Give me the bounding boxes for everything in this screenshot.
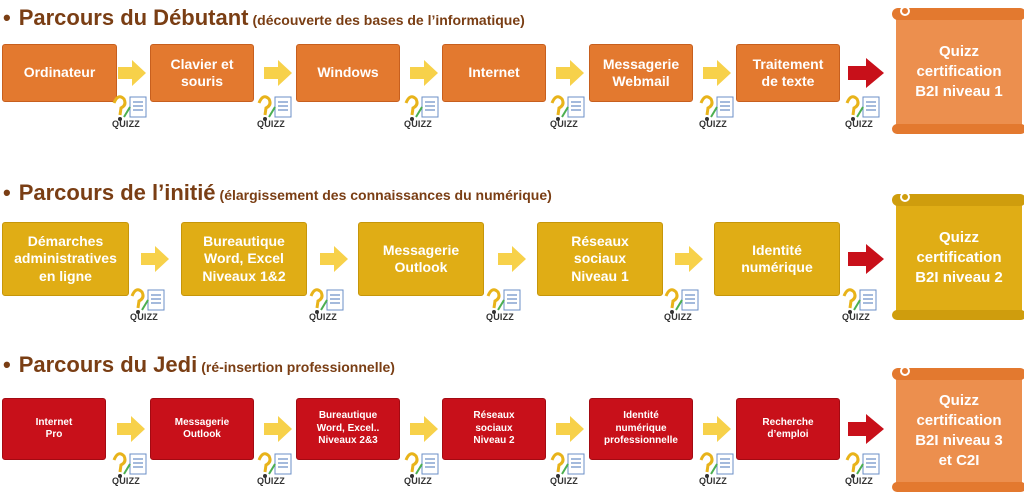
quizz-icon[interactable]: QUIZZ bbox=[697, 93, 743, 131]
arrow-icon bbox=[703, 60, 731, 86]
quizz-icon[interactable]: QUIZZ bbox=[548, 450, 594, 488]
quizz-icon[interactable]: QUIZZ bbox=[843, 450, 889, 488]
scroll-bottom bbox=[892, 482, 1024, 492]
quizz-icon[interactable]: QUIZZ bbox=[255, 450, 301, 488]
final-arrow-icon bbox=[848, 244, 884, 274]
arrow-icon bbox=[410, 416, 438, 442]
certification-label: Quizz certification B2I niveau 2 bbox=[915, 228, 1003, 287]
step-recherche-emploi[interactable]: Recherche d’emploi bbox=[736, 398, 840, 460]
step-windows[interactable]: Windows bbox=[296, 44, 400, 102]
step-messagerie-outlook[interactable]: Messagerie Outlook bbox=[150, 398, 254, 460]
arrow-icon bbox=[117, 416, 145, 442]
arrow-icon bbox=[703, 416, 731, 442]
certification-scroll[interactable]: Quizz certification B2I niveau 3 et C2I bbox=[892, 366, 1024, 492]
step-messagerie-outlook[interactable]: Messagerie Outlook bbox=[358, 222, 484, 296]
quizz-icon[interactable]: QUIZZ bbox=[255, 93, 301, 131]
scroll-top bbox=[892, 8, 1024, 20]
step-identite-numerique-pro[interactable]: Identité numérique professionnelle bbox=[589, 398, 693, 460]
track-subtitle: (élargissement des connaissances du numé… bbox=[219, 187, 552, 203]
track-jedi: •Parcours du Jedi(ré-insertion professio… bbox=[0, 352, 1024, 494]
arrow-icon bbox=[498, 246, 526, 272]
scroll-curl-icon bbox=[900, 366, 910, 376]
step-traitement-texte[interactable]: Traitement de texte bbox=[736, 44, 840, 102]
arrow-icon bbox=[556, 60, 584, 86]
quizz-icon[interactable]: QUIZZ bbox=[484, 286, 530, 324]
arrow-icon bbox=[556, 416, 584, 442]
arrow-icon bbox=[675, 246, 703, 272]
track-subtitle: (ré-insertion professionnelle) bbox=[201, 359, 395, 375]
track-initie: •Parcours de l’initié(élargissement des … bbox=[0, 180, 1024, 330]
step-reseaux-sociaux[interactable]: Réseaux sociaux Niveau 2 bbox=[442, 398, 546, 460]
step-identite-numerique[interactable]: Identité numérique bbox=[714, 222, 840, 296]
quizz-icon[interactable]: QUIZZ bbox=[128, 286, 174, 324]
scroll-top bbox=[892, 194, 1024, 206]
certification-scroll[interactable]: Quizz certification B2I niveau 1 bbox=[892, 6, 1024, 134]
quizz-icon[interactable]: QUIZZ bbox=[548, 93, 594, 131]
final-arrow-icon bbox=[848, 58, 884, 88]
quizz-icon[interactable]: QUIZZ bbox=[402, 450, 448, 488]
track-debutant: •Parcours du Débutant(découverte des bas… bbox=[0, 0, 1024, 140]
quizz-icon[interactable]: QUIZZ bbox=[697, 450, 743, 488]
quizz-icon[interactable]: QUIZZ bbox=[843, 93, 889, 131]
arrow-icon bbox=[264, 60, 292, 86]
arrow-icon bbox=[118, 60, 146, 86]
quizz-icon[interactable]: QUIZZ bbox=[662, 286, 708, 324]
arrow-icon bbox=[141, 246, 169, 272]
scroll-bottom bbox=[892, 310, 1024, 320]
step-clavier-souris[interactable]: Clavier et souris bbox=[150, 44, 254, 102]
track-title: Parcours de l’initié bbox=[18, 180, 216, 205]
quizz-icon[interactable]: QUIZZ bbox=[402, 93, 448, 131]
track-heading: •Parcours du Jedi(ré-insertion professio… bbox=[3, 352, 395, 377]
track-title: Parcours du Jedi bbox=[18, 352, 198, 377]
step-messagerie-webmail[interactable]: Messagerie Webmail bbox=[589, 44, 693, 102]
arrow-icon bbox=[264, 416, 292, 442]
scroll-curl-icon bbox=[900, 6, 910, 16]
track-title: Parcours du Débutant bbox=[18, 5, 249, 30]
final-arrow-icon bbox=[848, 414, 884, 444]
step-ordinateur[interactable]: Ordinateur bbox=[2, 44, 117, 102]
scroll-bottom bbox=[892, 124, 1024, 134]
track-subtitle: (découverte des bases de l’informatique) bbox=[252, 12, 525, 28]
step-bureautique[interactable]: Bureautique Word, Excel.. Niveaux 2&3 bbox=[296, 398, 400, 460]
certification-label: Quizz certification B2I niveau 1 bbox=[915, 42, 1003, 101]
step-internet-pro[interactable]: Internet Pro bbox=[2, 398, 106, 460]
track-heading: •Parcours de l’initié(élargissement des … bbox=[3, 180, 552, 205]
step-bureautique[interactable]: Bureautique Word, Excel Niveaux 1&2 bbox=[181, 222, 307, 296]
arrow-icon bbox=[410, 60, 438, 86]
scroll-top bbox=[892, 368, 1024, 380]
quizz-icon[interactable]: QUIZZ bbox=[840, 286, 886, 324]
certification-label: Quizz certification B2I niveau 3 et C2I bbox=[915, 391, 1003, 470]
step-demarches-administratives[interactable]: Démarches administratives en ligne bbox=[2, 222, 129, 296]
track-heading: •Parcours du Débutant(découverte des bas… bbox=[3, 5, 525, 30]
step-reseaux-sociaux[interactable]: Réseaux sociaux Niveau 1 bbox=[537, 222, 663, 296]
certification-scroll[interactable]: Quizz certification B2I niveau 2 bbox=[892, 192, 1024, 320]
step-internet[interactable]: Internet bbox=[442, 44, 546, 102]
arrow-icon bbox=[320, 246, 348, 272]
quizz-icon[interactable]: QUIZZ bbox=[307, 286, 353, 324]
quizz-icon[interactable]: QUIZZ bbox=[110, 93, 156, 131]
scroll-curl-icon bbox=[900, 192, 910, 202]
quizz-icon[interactable]: QUIZZ bbox=[110, 450, 156, 488]
